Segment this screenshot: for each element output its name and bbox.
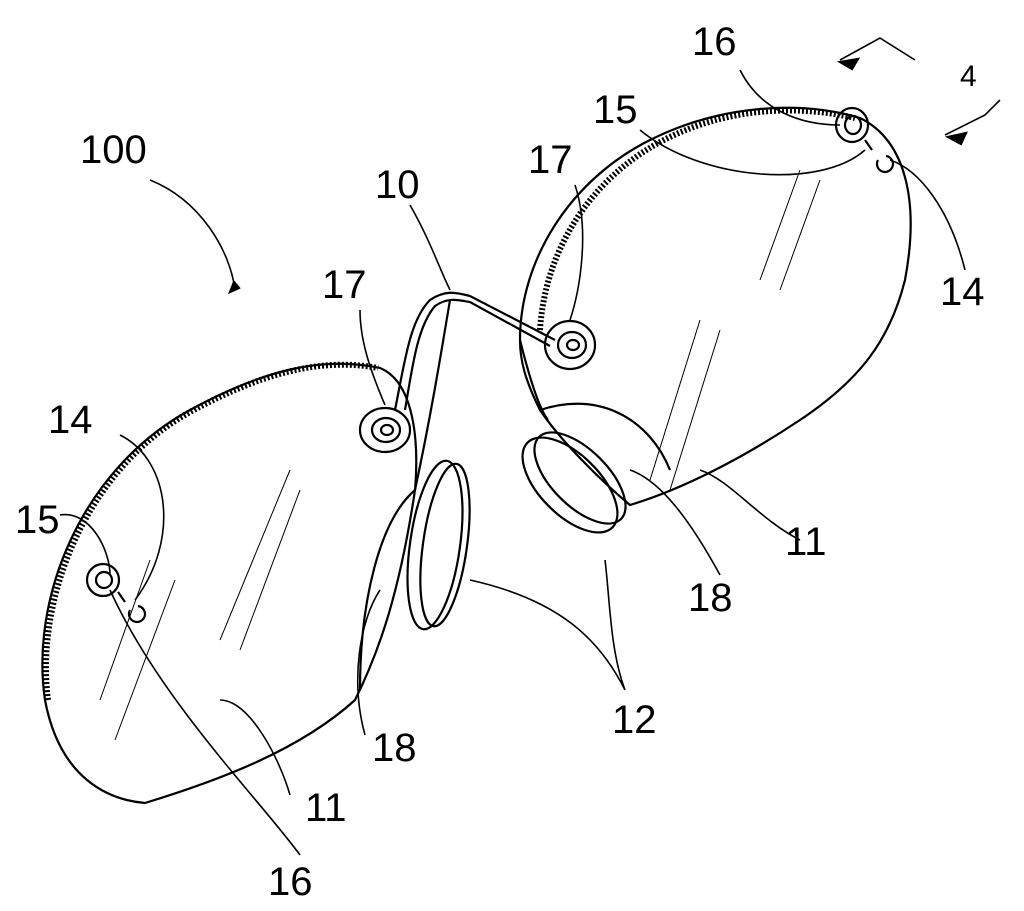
right-lens-rim xyxy=(537,107,856,331)
grommet-left-bridge xyxy=(358,406,412,454)
label-14-left: 14 xyxy=(48,398,93,442)
label-16-left: 16 xyxy=(268,860,313,904)
label-12: 12 xyxy=(612,698,657,742)
nose-pad-left xyxy=(406,459,471,631)
label-16-right: 16 xyxy=(692,20,737,64)
label-14-right: 14 xyxy=(940,270,985,314)
label-18-right: 18 xyxy=(688,576,733,620)
label-11-right: 11 xyxy=(785,520,827,564)
label-15-right: 15 xyxy=(593,88,638,132)
leader-lines xyxy=(59,37,1001,856)
label-100: 100 xyxy=(80,128,147,172)
label-15-left: 15 xyxy=(15,498,60,542)
label-17-left: 17 xyxy=(322,263,367,307)
grommet-right-bridge xyxy=(543,319,597,371)
left-lens-rim xyxy=(42,361,379,701)
label-section-4: 4 xyxy=(960,60,977,93)
bridge xyxy=(393,291,556,411)
label-10: 10 xyxy=(375,163,420,207)
section-arrows xyxy=(227,57,968,295)
label-17-right: 17 xyxy=(528,138,573,182)
right-lens xyxy=(518,106,912,507)
label-18-left: 18 xyxy=(372,726,417,770)
nose-pad-right xyxy=(521,431,627,534)
label-11-left: 11 xyxy=(305,786,347,830)
grommet-left-outer xyxy=(85,562,147,623)
